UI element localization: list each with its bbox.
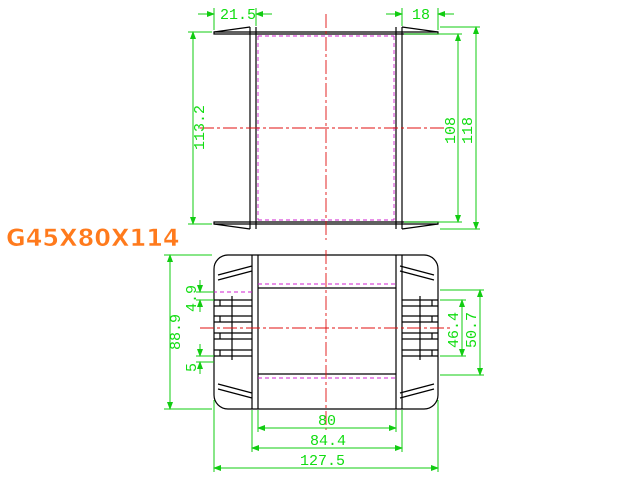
dim-127-5: 127.5 — [300, 453, 345, 470]
top-view: 21.5 18 113.2 108 118 — [188, 7, 480, 240]
dim-108: 108 — [443, 117, 460, 144]
bottom-view: 88.9 4.9 5 46.4 50.7 80 84.4 — [164, 250, 484, 472]
dim-18: 18 — [412, 7, 430, 24]
dim-88-9: 88.9 — [168, 314, 185, 350]
dim-118: 118 — [460, 117, 477, 144]
core-walls-end — [251, 255, 403, 409]
part-title: G45X80X114 — [6, 224, 180, 252]
dim-46-4: 46.4 — [446, 312, 463, 348]
dim-5: 5 — [184, 363, 201, 372]
dim-80: 80 — [318, 413, 336, 430]
dim-21-5: 21.5 — [220, 7, 256, 24]
dim-50-7: 50.7 — [464, 312, 481, 348]
dim-84-4: 84.4 — [310, 433, 346, 450]
dim-4-9: 4.9 — [184, 285, 201, 312]
dim-113-2: 113.2 — [192, 105, 209, 150]
